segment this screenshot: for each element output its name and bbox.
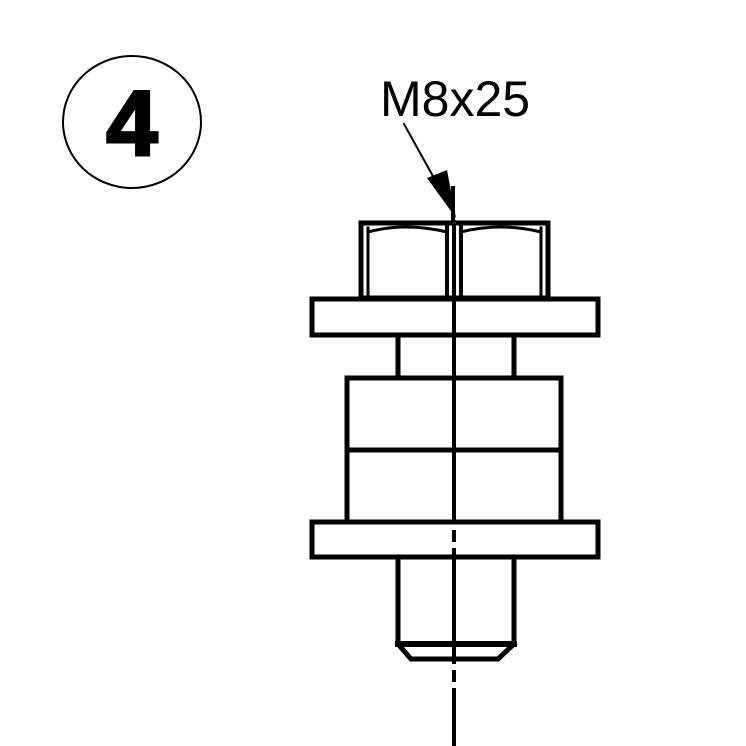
step-number-badge: 4 [62, 55, 202, 189]
bolt-spec-label: M8x25 [380, 71, 531, 127]
leader-arrow-icon [402, 122, 456, 224]
step-number: 4 [105, 73, 159, 175]
bolt-shank-upper [395, 334, 517, 380]
